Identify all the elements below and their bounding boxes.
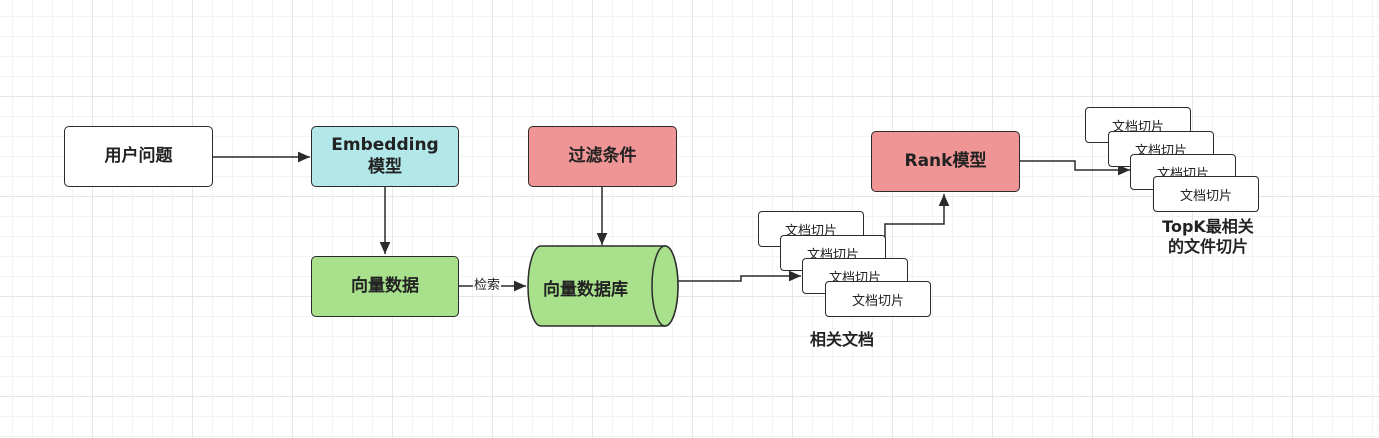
edge-rank-to-topk: [1019, 160, 1130, 176]
related-doc-card: 文档切片: [825, 281, 931, 317]
rank-model-label: Rank模型: [904, 150, 987, 171]
vector-data-label: 向量数据: [351, 275, 419, 296]
edge-docs-to-rank: [884, 194, 950, 238]
topk-caption: TopK最相关 的文件切片: [1158, 217, 1258, 257]
vector-data-node: 向量数据: [311, 256, 459, 317]
user-question-node: 用户问题: [64, 126, 213, 187]
edge-db-to-docs: [677, 270, 801, 282]
related-docs-caption: 相关文档: [810, 330, 875, 349]
filter-label: 过滤条件: [568, 145, 637, 166]
filter-node: 过滤条件: [528, 126, 677, 187]
embedding-label-line1: Embedding: [331, 135, 439, 156]
rank-model-node: Rank模型: [871, 131, 1020, 192]
retrieve-edge-label: 检索: [473, 278, 502, 294]
embedding-label-line2: 模型: [368, 156, 402, 177]
user-question-label: 用户问题: [104, 145, 173, 166]
vector-db-cylinder: [527, 245, 679, 327]
topk-caption-line2: 的文件切片: [1167, 237, 1248, 256]
embedding-model-node: Embedding 模型: [311, 126, 459, 187]
topk-doc-card: 文档切片: [1153, 176, 1259, 212]
vector-db-label: 向量数据库: [543, 280, 628, 300]
topk-caption-line1: TopK最相关: [1162, 217, 1254, 236]
